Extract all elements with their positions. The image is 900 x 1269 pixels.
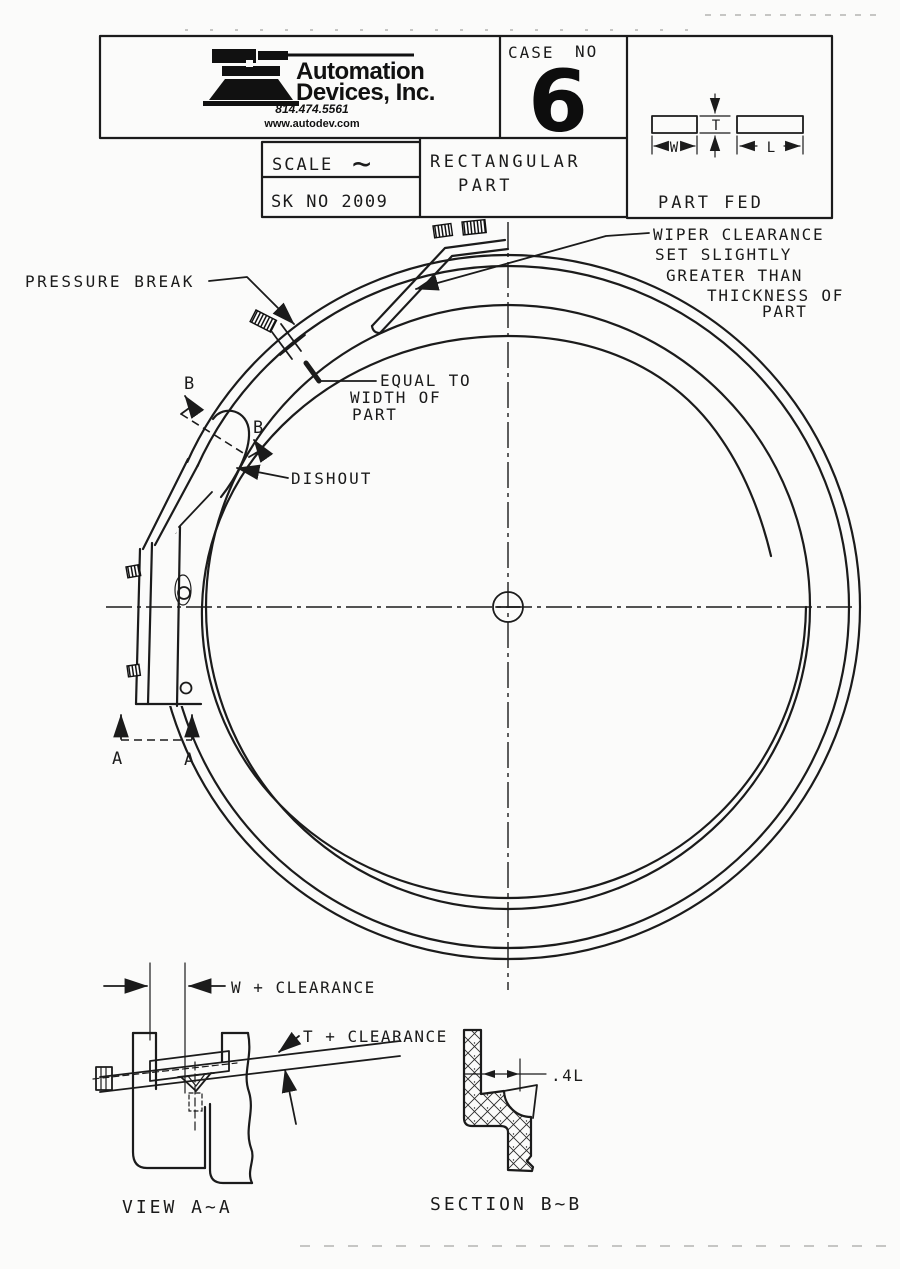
view-aa-dim-t: T + CLEARANCE — [303, 1027, 448, 1046]
clamp-block — [149, 1050, 230, 1082]
dishout-dimension: .4L — [463, 1058, 584, 1092]
spiral-track — [200, 334, 808, 900]
wiper-label-1: WIPER CLEARANCE — [653, 225, 825, 244]
view-a-marker-1: A — [112, 749, 122, 769]
company-phone: 814.474.5561 — [275, 102, 349, 116]
pressure-break-label: PRESSURE BREAK — [25, 272, 195, 291]
section-b-marker-1: B — [184, 374, 194, 394]
view-aa-cutline: A A — [112, 714, 200, 770]
screw-head-2 — [179, 681, 193, 695]
discharge-track — [125, 457, 213, 708]
dishout-feature — [211, 409, 251, 499]
pressure-break-feature — [249, 309, 306, 360]
wiper-label-2: SET SLIGHTLY — [655, 245, 792, 264]
part-type-line2: PART — [458, 176, 513, 196]
wiper-screw-1 — [432, 222, 454, 239]
track-transition-mask — [140, 460, 206, 558]
track-slant-bottom — [99, 1055, 401, 1093]
view-aa-dim-w: W + CLEARANCE — [231, 978, 376, 997]
part-thickness-label: T — [712, 118, 721, 134]
section-bb-detail: .4L SECTION B~B — [430, 1028, 584, 1215]
wiper-screw-2 — [461, 218, 488, 236]
scale-value: ~ — [352, 144, 371, 182]
centerlines — [106, 222, 852, 990]
annotation-equal-width: EQUAL TO WIDTH OF PART — [303, 360, 471, 424]
company-name-line2: Devices, Inc. — [296, 79, 435, 106]
annotation-dishout: DISHOUT — [236, 464, 372, 488]
wiper-label-4: THICKNESS OF — [707, 286, 844, 305]
case-no-label: NO — [575, 42, 598, 61]
case-label: CASE — [508, 43, 555, 62]
wiper-blade — [370, 218, 510, 335]
track-screw-1 — [125, 563, 142, 579]
equal-label-2: WIDTH OF — [350, 388, 441, 407]
wiper-label-5: PART — [762, 302, 808, 321]
title-block: Automation Devices, Inc. 814.474.5561 ww… — [98, 34, 834, 220]
part-fed-label: PART FED — [658, 193, 764, 213]
section-bb-dim-label: .4L — [551, 1066, 584, 1085]
screw-boss-outline — [174, 574, 192, 606]
countersunk-screw — [177, 1061, 215, 1134]
annotation-wiper-clearance: WIPER CLEARANCE SET SLIGHTLY GREATER THA… — [415, 225, 844, 321]
pressure-break-screw — [249, 309, 278, 333]
case-number: 6 — [528, 52, 588, 152]
section-b-marker-2: B — [253, 418, 263, 438]
scan-noise — [185, 14, 898, 1247]
side-screw — [92, 1062, 238, 1091]
section-bb-cutline: B B — [180, 374, 274, 463]
bowl-wall-section — [208, 1031, 254, 1185]
view-aa-detail: W + CLEARANCE T + CLEARANCE — [92, 962, 448, 1218]
part-type-line1: RECTANGULAR — [430, 152, 581, 172]
equal-label-1: EQUAL TO — [380, 371, 471, 390]
company-logo-icon — [203, 49, 414, 106]
sk-number: SK NO 2009 — [271, 192, 388, 212]
equal-label-3: PART — [352, 405, 398, 424]
part-width-label: W — [670, 140, 679, 156]
view-a-marker-2: A — [184, 750, 194, 770]
company-website: www.autodev.com — [263, 118, 360, 130]
section-bb-profile — [462, 1028, 535, 1173]
center-mark — [492, 591, 524, 623]
view-aa-title: VIEW A~A — [122, 1197, 233, 1218]
section-bb-title: SECTION B~B — [430, 1194, 582, 1215]
outer-rail-section — [131, 1031, 207, 1170]
dishout-label: DISHOUT — [291, 469, 372, 488]
bowl-top-view: B B A A PRESSURE BREAK WIPER CLEARANCE S… — [25, 218, 862, 990]
track-mask — [136, 534, 184, 706]
company-name-line1: Automation — [296, 58, 424, 85]
part-fed-diagram: W T L — [651, 93, 804, 158]
part-length-label: L — [767, 140, 775, 156]
wiper-label-3: GREATER THAN — [666, 266, 803, 285]
track-screw-2 — [126, 663, 142, 678]
scale-label: SCALE — [272, 155, 333, 175]
screw-head-1 — [177, 586, 191, 600]
annotation-pressure-break: PRESSURE BREAK — [25, 272, 295, 325]
